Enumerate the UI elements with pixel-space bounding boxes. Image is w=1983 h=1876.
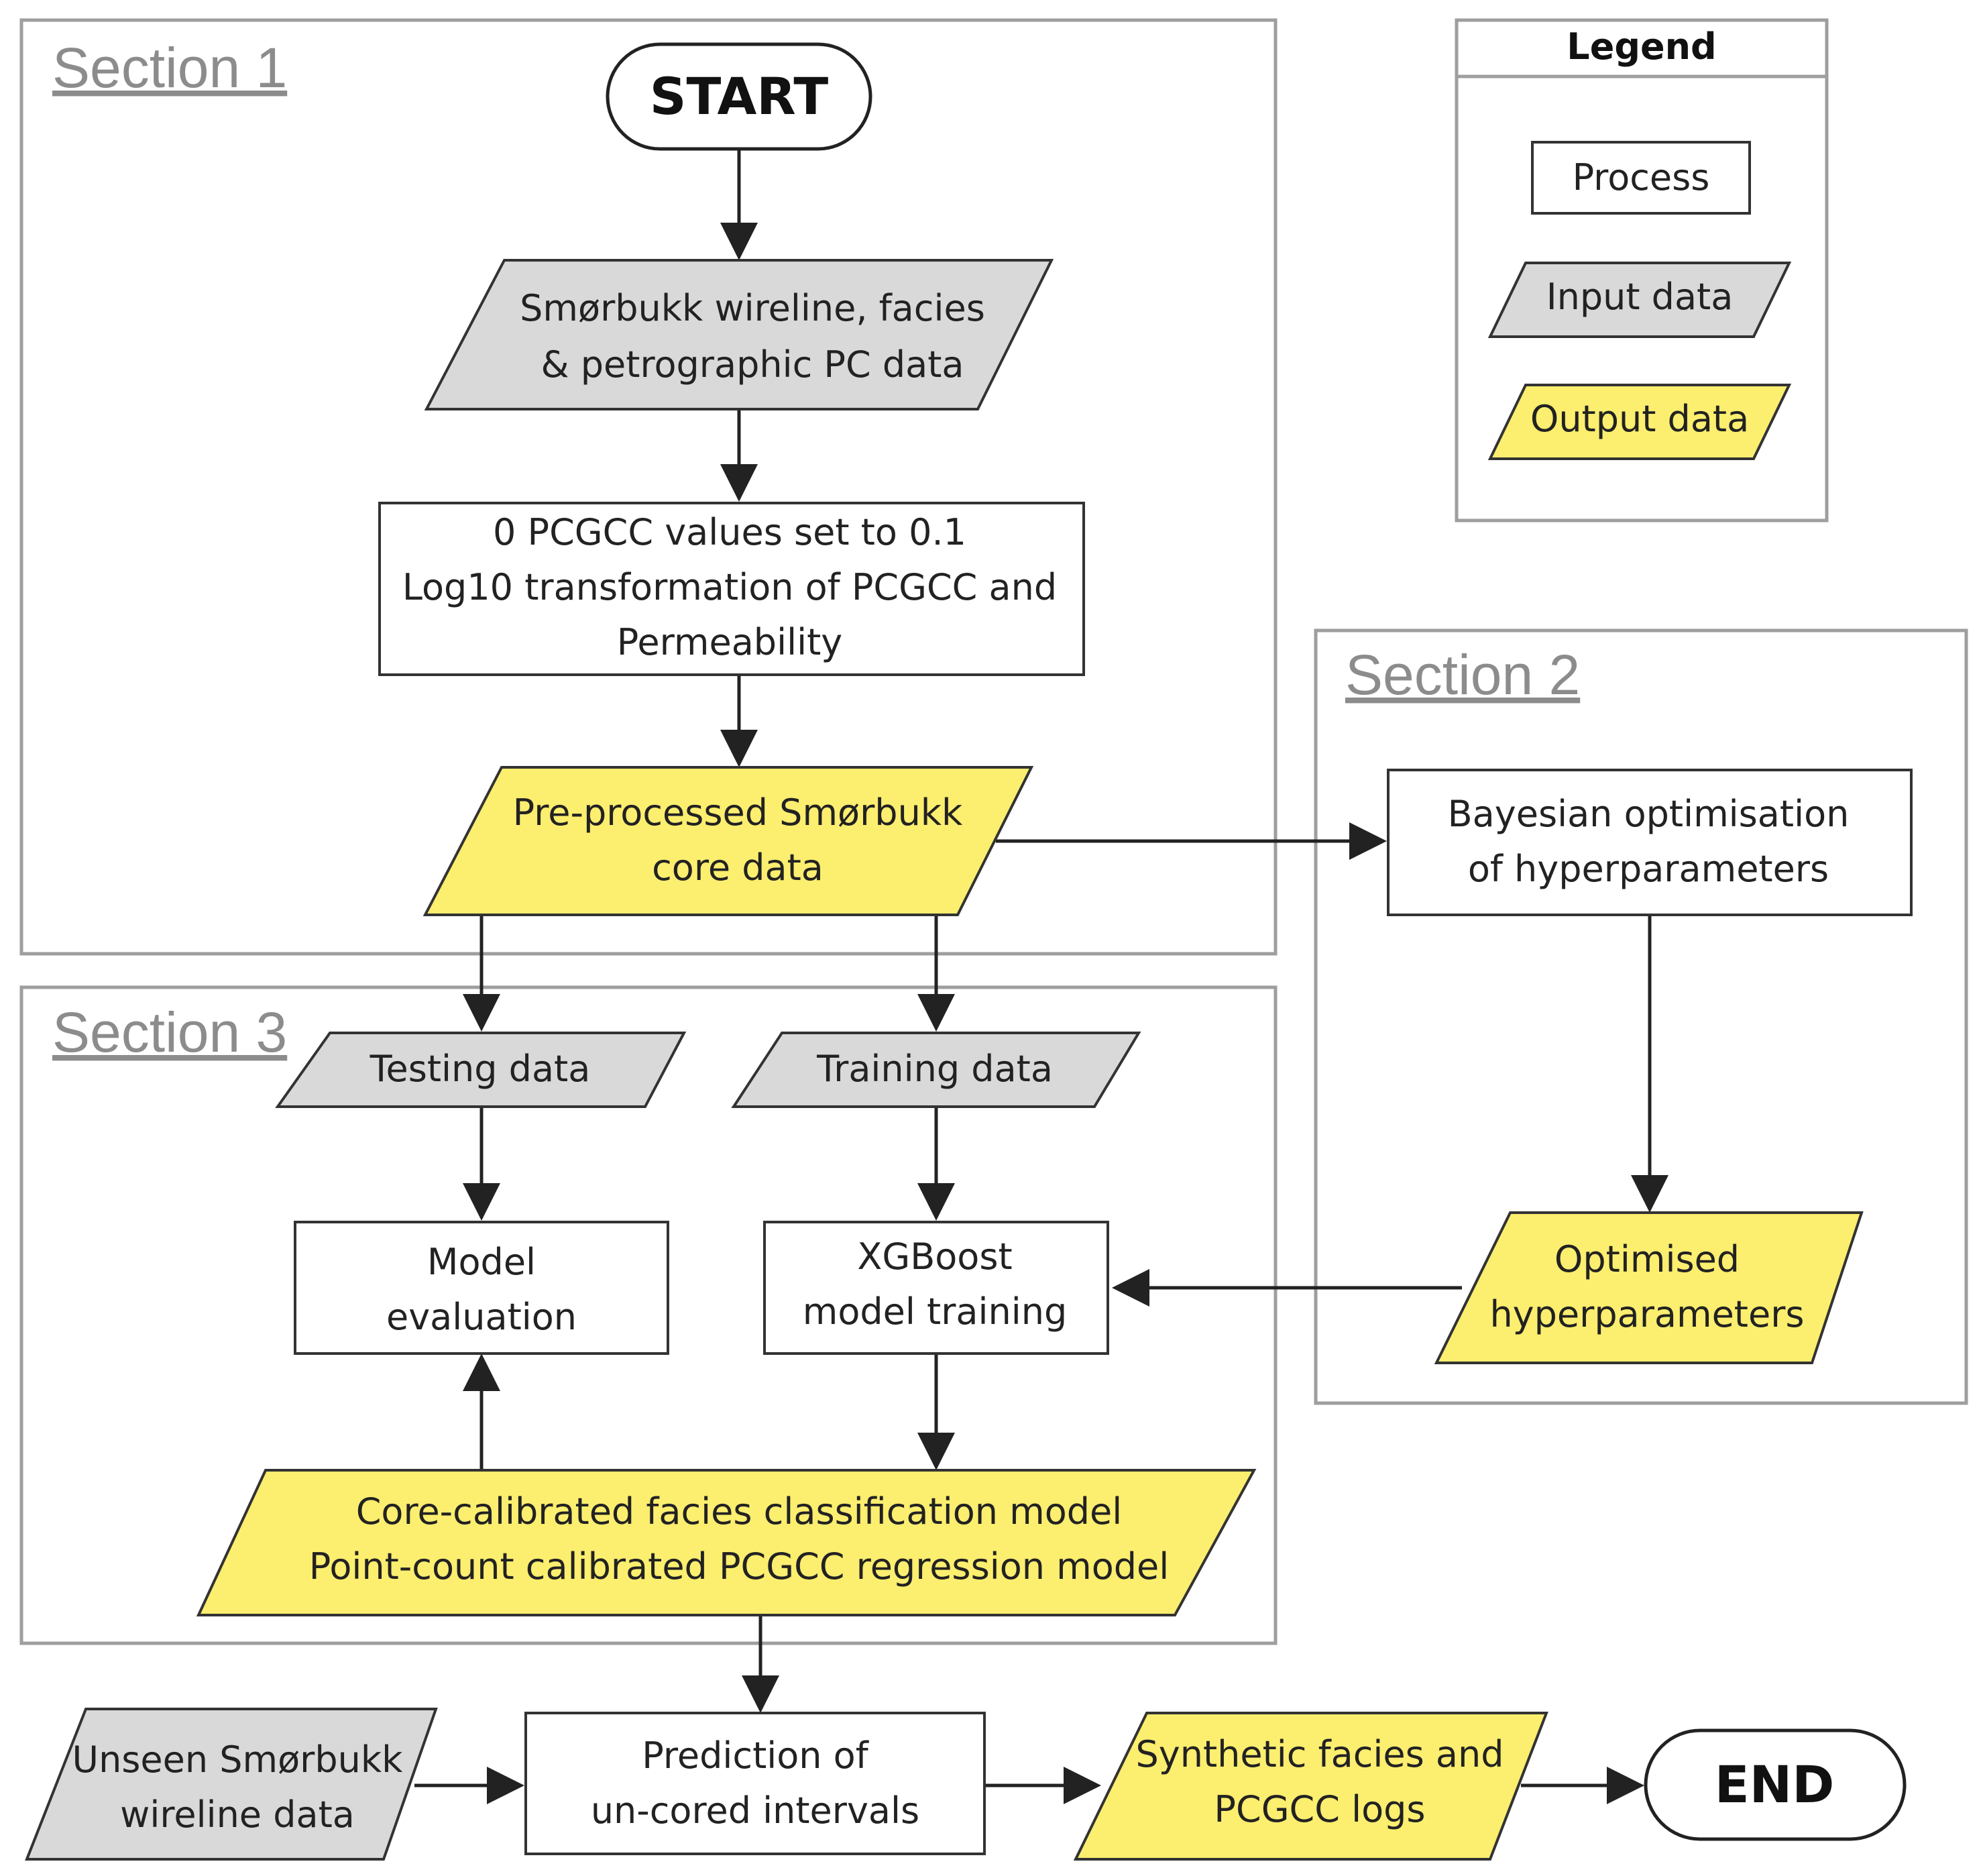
svg-text:evaluation: evaluation [386, 1296, 577, 1338]
legend-input-swatch [1487, 262, 1792, 338]
svg-text:END: END [1715, 1755, 1835, 1814]
svg-text:Training data: Training data [816, 1048, 1053, 1090]
edge-core-to-testing [463, 915, 500, 1032]
core-data-node: Pre-processed Smørbukk core data [422, 766, 1034, 916]
xgboost-node: XGBoost model training [763, 1221, 1109, 1355]
svg-text:Unseen Smørbukk: Unseen Smørbukk [72, 1739, 404, 1781]
synthetic-logs-node: Synthetic facies and PCGCC logs [1073, 1712, 1548, 1861]
edge-models-to-prediction [742, 1615, 779, 1713]
svg-text:XGBoost: XGBoost [857, 1235, 1012, 1278]
end-node: END [1644, 1728, 1907, 1841]
section-1-title: Section 1 [52, 36, 287, 99]
edge-models-to-evaluation [463, 1354, 500, 1470]
legend-output-label: Output data [1530, 398, 1749, 440]
section-1: Section 1 [19, 18, 1278, 956]
svg-text:Model: Model [427, 1241, 536, 1283]
svg-text:of hyperparameters: of hyperparameters [1468, 848, 1829, 890]
svg-text:Synthetic facies and: Synthetic facies and [1135, 1733, 1504, 1775]
legend-title: Legend [1567, 25, 1716, 68]
svg-text:Point-count calibrated PCGCC r: Point-count calibrated PCGCC regression … [309, 1545, 1170, 1588]
svg-text:Pre-processed Smørbukk: Pre-processed Smørbukk [513, 791, 963, 834]
start-node: START [606, 42, 872, 151]
svg-text:0 PCGCC values set to 0.1: 0 PCGCC values set to 0.1 [493, 511, 966, 553]
testing-data-node: Testing data [275, 1032, 687, 1108]
edge-raw-to-preprocess [720, 409, 758, 502]
training-data-node: Training data [731, 1032, 1141, 1108]
svg-text:Permeability: Permeability [617, 621, 842, 663]
legend-process-swatch [1531, 141, 1751, 215]
optimised-hyperparameters-node: Optimised hyperparameters [1434, 1211, 1864, 1364]
edge-core-to-bayes [996, 822, 1387, 860]
edge-prediction-to-synthetic [986, 1767, 1101, 1804]
preprocess-node: 0 PCGCC values set to 0.1 Log10 transfor… [378, 502, 1085, 676]
models-node: Core-calibrated facies classification mo… [196, 1469, 1257, 1616]
section-2: Section 2 [1314, 628, 1968, 1405]
svg-text:Log10 transformation of PCGCC: Log10 transformation of PCGCC and [402, 566, 1057, 608]
unseen-data-node: Unseen Smørbukk wireline data [25, 1708, 438, 1861]
edge-start-to-raw [720, 149, 758, 260]
svg-text:model training: model training [803, 1290, 1068, 1333]
svg-text:PCGCC logs: PCGCC logs [1214, 1788, 1425, 1830]
model-evaluation-node: Model evaluation [294, 1221, 669, 1355]
legend-output-swatch [1487, 384, 1792, 460]
svg-text:Bayesian optimisation: Bayesian optimisation [1448, 793, 1850, 835]
edge-core-to-training [917, 915, 955, 1032]
edge-bayes-to-opt [1631, 915, 1668, 1213]
edge-testing-to-evaluation [463, 1107, 500, 1221]
svg-text:un-cored intervals: un-cored intervals [591, 1789, 919, 1832]
svg-text:wireline data: wireline data [120, 1794, 355, 1836]
svg-text:Prediction of: Prediction of [642, 1734, 869, 1777]
prediction-node: Prediction of un-cored intervals [524, 1712, 986, 1855]
svg-text:& petrographic PC data: & petrographic PC data [541, 343, 964, 386]
edge-opt-to-xgboost [1112, 1269, 1462, 1307]
svg-text:Core-calibrated facies classif: Core-calibrated facies classification mo… [356, 1490, 1123, 1533]
svg-text:Smørbukk wireline, facies: Smørbukk wireline, facies [520, 287, 985, 329]
edge-unseen-to-prediction [414, 1767, 524, 1804]
bayes-node: Bayesian optimisation of hyperparameters [1387, 769, 1913, 916]
legend-input-label: Input data [1546, 276, 1734, 318]
edge-training-to-xgboost [917, 1107, 955, 1221]
legend-process-label: Process [1573, 156, 1710, 199]
svg-text:START: START [650, 66, 829, 126]
svg-text:Testing data: Testing data [370, 1048, 591, 1090]
edge-synthetic-to-end [1521, 1767, 1644, 1804]
svg-text:Optimised: Optimised [1554, 1238, 1740, 1280]
legend: Legend Process Input data Output data [1455, 18, 1829, 522]
section-3-title: Section 3 [52, 1001, 287, 1064]
section-3: Section 3 [19, 985, 1278, 1645]
edge-preprocess-to-core [720, 675, 758, 767]
raw-data-node: Smørbukk wireline, facies & petrographic… [424, 259, 1054, 410]
svg-text:core data: core data [652, 846, 824, 889]
edge-xgboost-to-models [917, 1355, 955, 1470]
section-2-title: Section 2 [1345, 643, 1580, 706]
svg-text:hyperparameters: hyperparameters [1489, 1293, 1804, 1335]
